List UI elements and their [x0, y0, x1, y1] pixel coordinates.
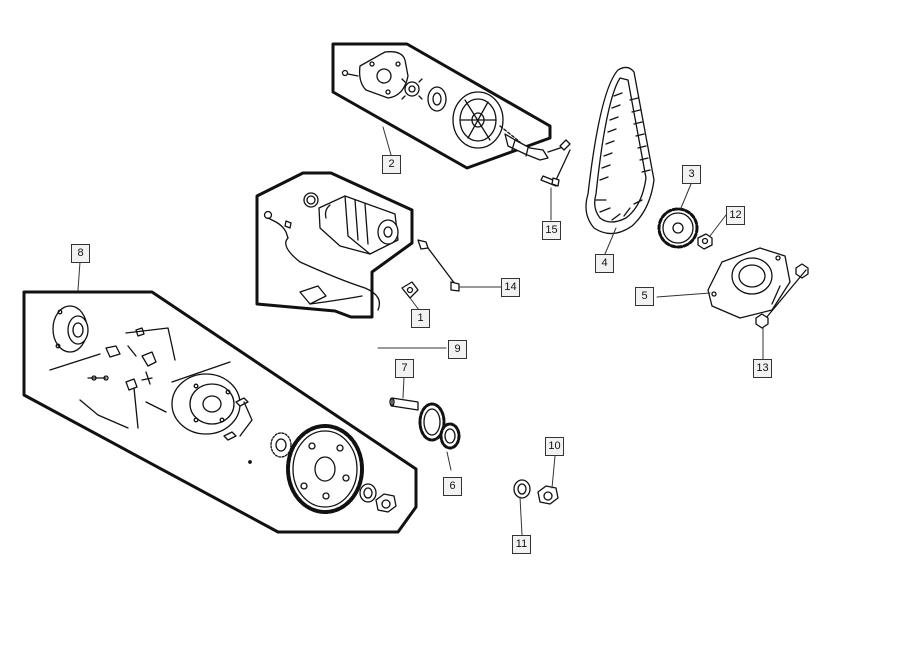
callout-3[interactable]: 3 [682, 165, 701, 184]
callout-5[interactable]: 5 [635, 287, 654, 306]
callout-11[interactable]: 11 [512, 535, 531, 554]
bolt-15 [540, 149, 571, 187]
timing-chain-4 [585, 66, 655, 235]
callout-14[interactable]: 14 [501, 278, 520, 297]
bolt-13 [755, 263, 809, 329]
sprocket-3 [657, 207, 699, 249]
group-2-outline [331, 42, 552, 170]
nut-10 [537, 485, 559, 505]
group-8-outline [22, 290, 418, 534]
starter-motor-group [263, 192, 399, 311]
callout-1[interactable]: 1 [411, 309, 430, 328]
callout-13[interactable]: 13 [753, 359, 772, 378]
bolt-14 [417, 239, 460, 292]
callout-15[interactable]: 15 [542, 221, 561, 240]
nut-12 [697, 233, 713, 250]
oil-pump-group [341, 51, 571, 161]
callout-12[interactable]: 12 [726, 206, 745, 225]
callout-7[interactable]: 7 [395, 359, 414, 378]
group-9-outline [255, 171, 414, 319]
callout-10[interactable]: 10 [545, 437, 564, 456]
callout-6[interactable]: 6 [443, 477, 462, 496]
callout-2[interactable]: 2 [382, 155, 401, 174]
clip-1 [401, 281, 419, 299]
callout-8[interactable]: 8 [71, 244, 90, 263]
shaft-7 [389, 397, 419, 411]
washer-11 [513, 479, 531, 499]
callout-4[interactable]: 4 [595, 254, 614, 273]
cover-5 [707, 247, 791, 319]
leader-lines [77, 126, 764, 536]
gear-6 [418, 402, 461, 450]
starter-clutch-group [49, 305, 397, 514]
callout-9[interactable]: 9 [448, 340, 467, 359]
